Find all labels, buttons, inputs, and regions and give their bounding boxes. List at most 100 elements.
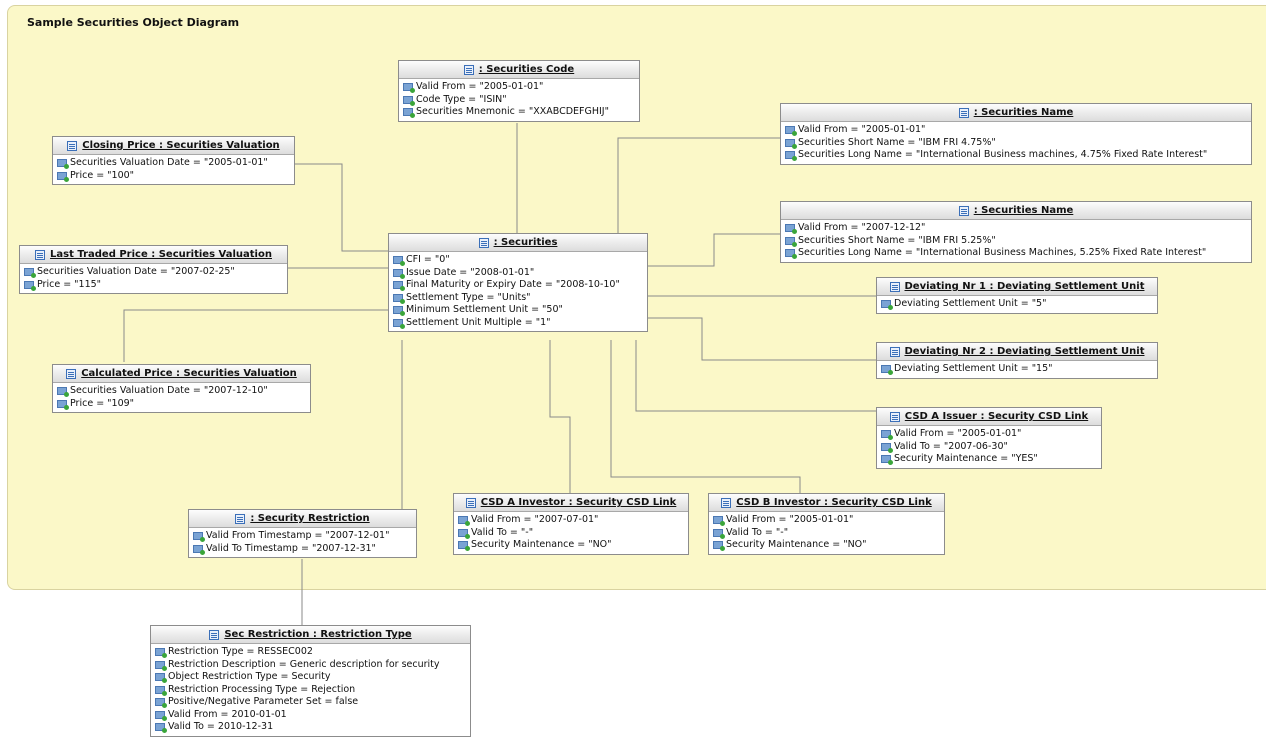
class-object-icon (235, 513, 246, 524)
attribute-value: Valid From = "2005-01-01" (416, 81, 544, 92)
object-header: CSD A Issuer : Security CSD Link (904, 411, 1089, 422)
attribute-icon (881, 442, 893, 453)
attribute-value: Securities Long Name = "International Bu… (798, 247, 1207, 258)
object-csd-a-investor[interactable]: CSD A Investor : Security CSD Link Valid… (453, 493, 689, 555)
object-sec-restriction[interactable]: Sec Restriction : Restriction Type Restr… (150, 625, 471, 737)
attribute-value: Price = "115" (37, 278, 102, 290)
object-header: : Securities Name (973, 107, 1074, 118)
object-calculated-price[interactable]: Calculated Price : Securities Valuation … (52, 364, 311, 413)
attribute-icon (393, 268, 405, 279)
attribute-value: Issue Date = "2008-01-01" (406, 266, 535, 278)
link-csd-a-investor (549, 340, 571, 493)
attribute-icon (785, 151, 797, 162)
class-object-icon (465, 497, 476, 508)
attribute-value: Restriction Processing Type = Rejection (168, 683, 356, 695)
attribute-value: Securities Valuation Date = "2005-01-01" (70, 157, 268, 168)
attribute-value: Securities Valuation Date = "2007-12-10" (70, 385, 268, 396)
attribute-icon (393, 318, 405, 329)
class-object-icon (463, 64, 474, 75)
attribute-value: Securities Valuation Date = "2007-02-25" (37, 266, 235, 277)
attribute-icon (881, 455, 893, 466)
attribute-value: Security Maintenance = "NO" (471, 539, 612, 550)
attribute-value: Valid From = "2007-12-12" (798, 222, 926, 233)
attribute-icon (785, 138, 797, 149)
object-header: : Securities Code (478, 64, 575, 75)
attribute-icon (393, 293, 405, 304)
attribute-icon (785, 236, 797, 247)
attribute-value: Settlement Unit Multiple = "1" (406, 316, 551, 328)
attribute-value: Code Type = "ISIN" (416, 93, 507, 105)
attribute-icon (24, 268, 36, 279)
attribute-icon (785, 126, 797, 137)
attribute-icon (881, 300, 893, 311)
object-csd-a-issuer[interactable]: CSD A Issuer : Security CSD Link Valid F… (876, 407, 1102, 469)
object-securities[interactable]: : Securities CFI = "0" Issue Date = "200… (388, 233, 648, 332)
attribute-icon (713, 541, 725, 552)
attribute-value: Securities Long Name = "International Bu… (798, 149, 1208, 160)
attribute-icon (403, 83, 415, 94)
object-header: Calculated Price : Securities Valuation (81, 368, 297, 379)
object-header: Deviating Nr 2 : Deviating Settlement Un… (904, 346, 1145, 357)
link-csd-b-investor (610, 340, 801, 493)
attribute-icon (403, 108, 415, 119)
attribute-value: Security Maintenance = "YES" (894, 453, 1038, 464)
object-security-restriction[interactable]: : Security Restriction Valid From Timest… (188, 509, 417, 558)
attribute-icon (155, 710, 167, 721)
object-deviating-1[interactable]: Deviating Nr 1 : Deviating Settlement Un… (876, 277, 1158, 314)
object-securities-name-1[interactable]: : Securities Name Valid From = "2005-01-… (780, 103, 1252, 165)
attribute-value: Securities Mnemonic = "XXABCDEFGHIJ" (416, 106, 609, 117)
attribute-icon (458, 528, 470, 539)
attribute-icon (713, 516, 725, 527)
class-object-icon (66, 368, 77, 379)
object-header: Deviating Nr 1 : Deviating Settlement Un… (904, 281, 1145, 292)
attribute-value: Valid To = "-" (471, 526, 534, 538)
attribute-icon (57, 159, 69, 170)
attribute-icon (393, 281, 405, 292)
attribute-icon (785, 249, 797, 260)
object-header: CSD A Investor : Security CSD Link (480, 497, 677, 508)
object-header: Closing Price : Securities Valuation (82, 140, 280, 151)
object-securities-code[interactable]: : Securities Code Valid From = "2005-01-… (398, 60, 640, 122)
attribute-value: Restriction Description = Generic descri… (168, 658, 440, 670)
attribute-value: Object Restriction Type = Security (168, 671, 331, 682)
attribute-value: Valid To Timestamp = "2007-12-31" (206, 542, 376, 554)
object-closing-price[interactable]: Closing Price : Securities Valuation Sec… (52, 136, 295, 185)
attribute-value: Settlement Type = "Units" (406, 291, 531, 303)
class-object-icon (35, 249, 46, 260)
attribute-value: Valid From = "2005-01-01" (726, 514, 854, 525)
attribute-value: Deviating Settlement Unit = "15" (894, 363, 1053, 374)
object-header: CSD B Investor : Security CSD Link (736, 497, 932, 508)
link-deviating-2 (648, 317, 876, 361)
attribute-value: Valid From = "2005-01-01" (894, 428, 1022, 439)
class-object-icon (889, 281, 900, 292)
link-csd-a-issuer (635, 340, 876, 412)
object-header: Sec Restriction : Restriction Type (224, 629, 412, 640)
attribute-icon (881, 365, 893, 376)
link-closing-price (295, 163, 388, 252)
object-securities-name-2[interactable]: : Securities Name Valid From = "2007-12-… (780, 201, 1252, 263)
attribute-icon (155, 660, 167, 671)
class-object-icon (889, 346, 900, 357)
attribute-icon (57, 171, 69, 182)
object-last-traded-price[interactable]: Last Traded Price : Securities Valuation… (19, 245, 288, 294)
link-securities-name-1 (617, 137, 780, 233)
attribute-icon (155, 698, 167, 709)
class-object-icon (889, 411, 900, 422)
attribute-value: CFI = "0" (406, 254, 450, 265)
class-object-icon (958, 205, 969, 216)
attribute-icon (458, 541, 470, 552)
object-csd-b-investor[interactable]: CSD B Investor : Security CSD Link Valid… (708, 493, 945, 555)
link-securities-name-2 (648, 233, 780, 267)
attribute-value: Valid From = "2005-01-01" (798, 124, 926, 135)
object-header: : Securities Name (973, 205, 1074, 216)
attribute-icon (57, 399, 69, 410)
attribute-value: Valid To = "2007-06-30" (894, 440, 1008, 452)
attribute-icon (403, 95, 415, 106)
object-deviating-2[interactable]: Deviating Nr 2 : Deviating Settlement Un… (876, 342, 1158, 379)
object-header: Last Traded Price : Securities Valuation (50, 249, 272, 260)
attribute-value: Valid From = 2010-01-01 (168, 708, 287, 720)
attribute-icon (713, 528, 725, 539)
diagram-title: Sample Securities Object Diagram (27, 16, 240, 29)
attribute-value: Security Maintenance = "NO" (726, 539, 867, 550)
attribute-icon (193, 532, 205, 543)
